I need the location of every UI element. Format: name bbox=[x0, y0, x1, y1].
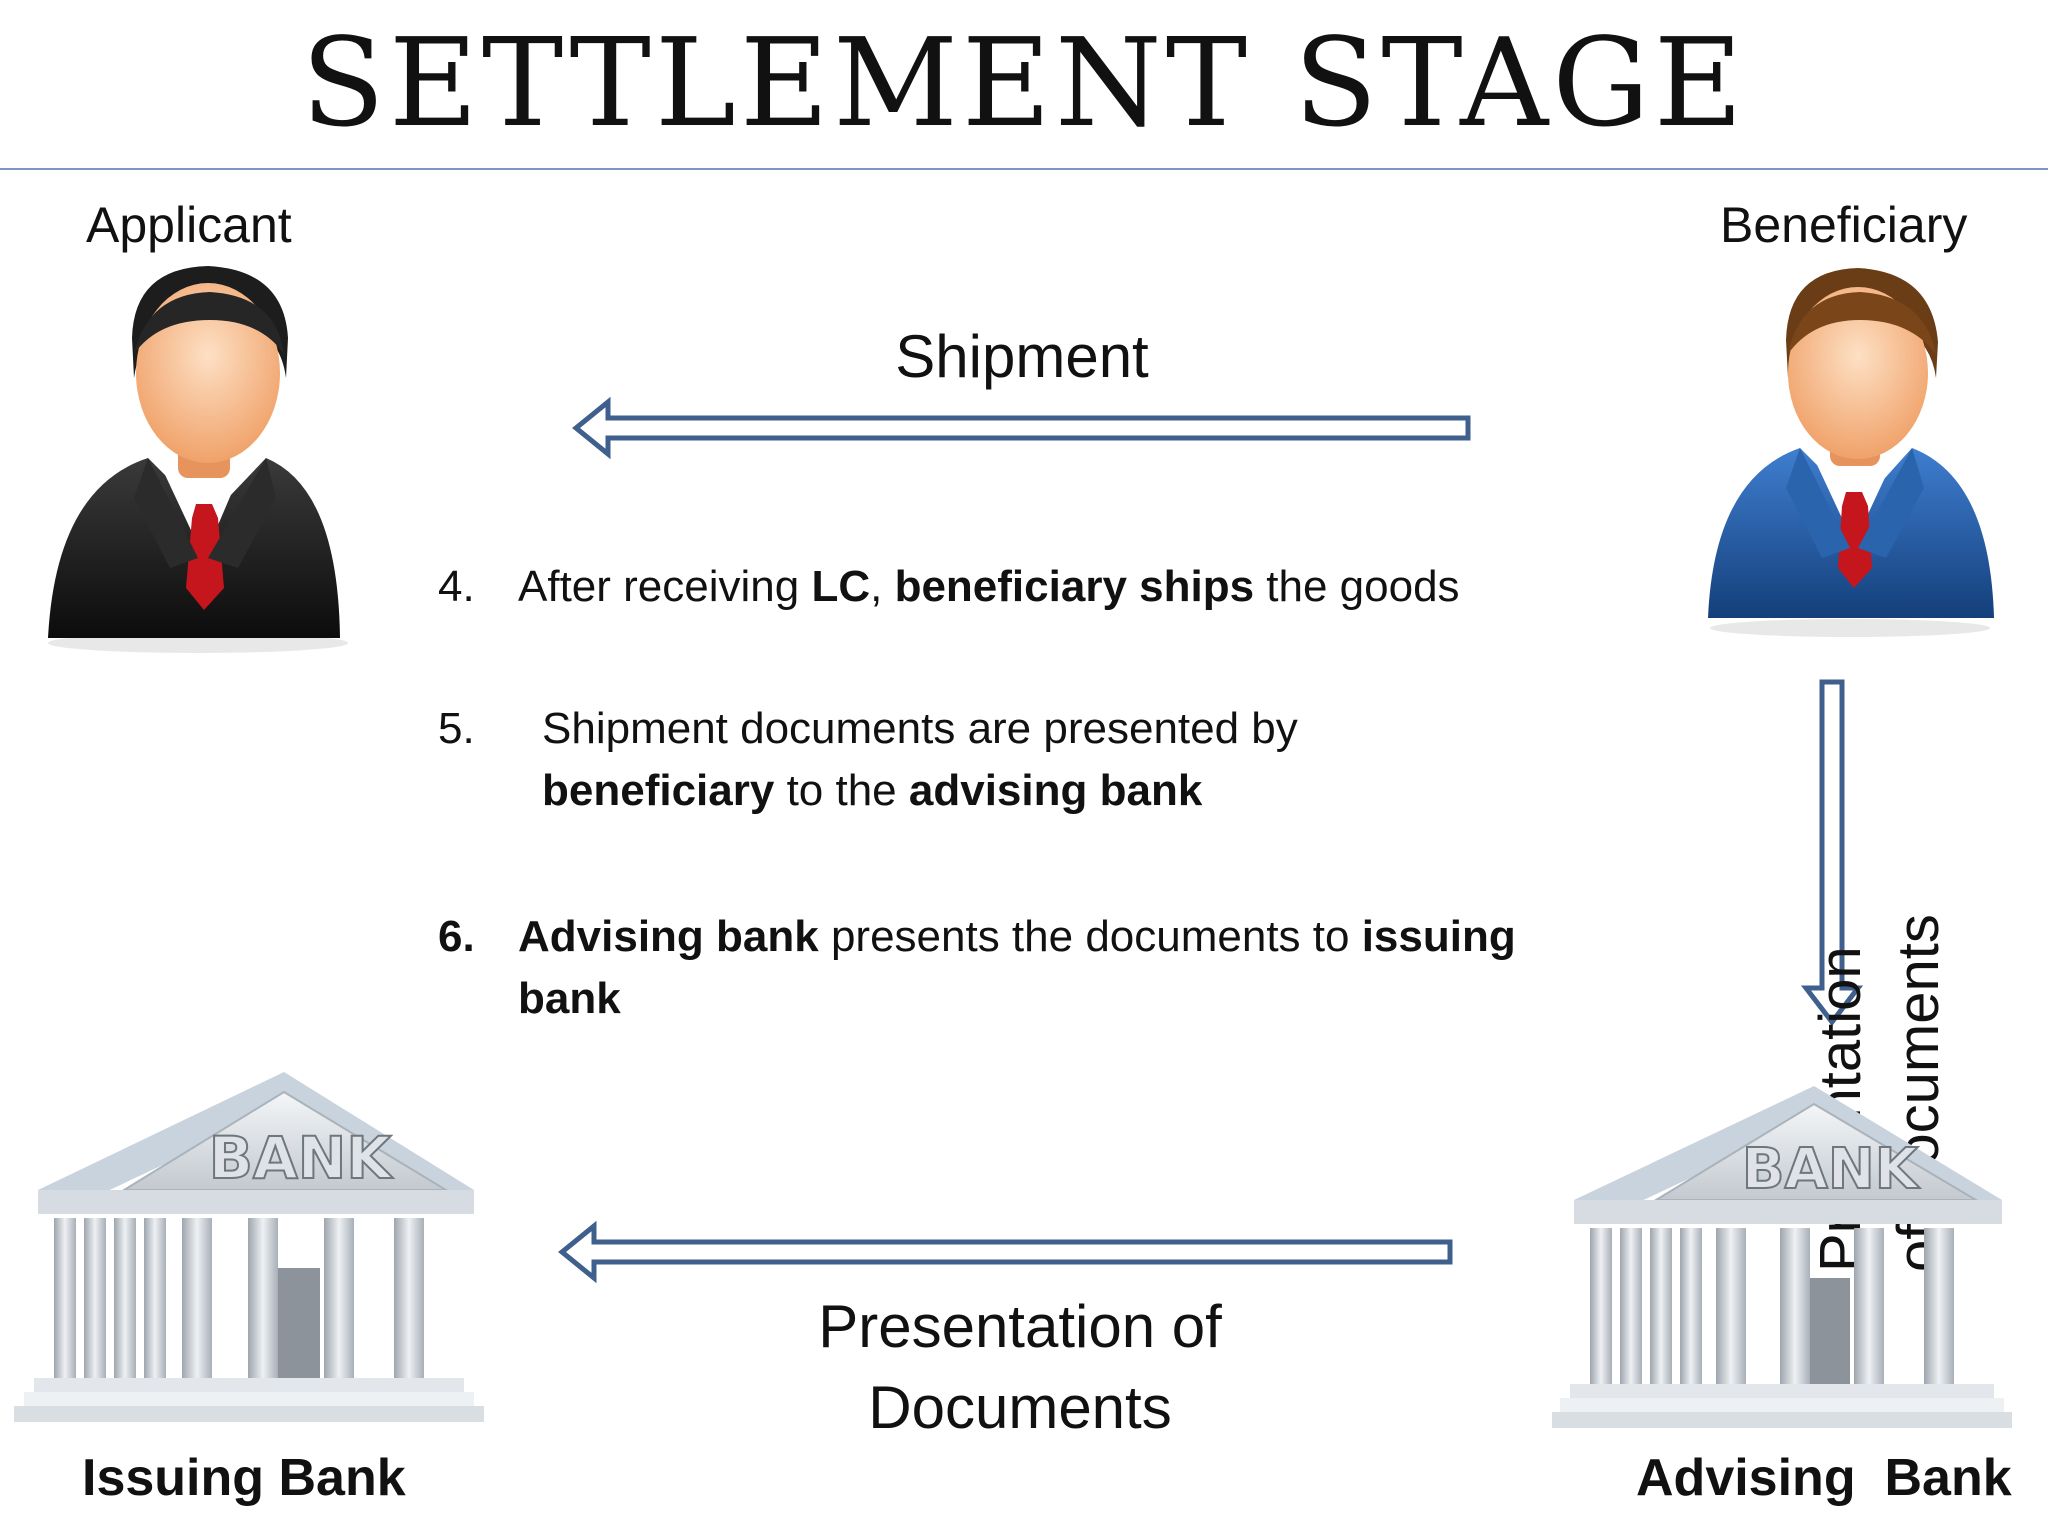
presentation-bottom-line-2: Documents bbox=[868, 1374, 1172, 1441]
shipment-arrow bbox=[572, 396, 1471, 460]
step-text-run: Shipment documents are presented by bbox=[542, 704, 1298, 753]
step-text-run: to the bbox=[774, 766, 909, 815]
step-5-text: Shipment documents are presented by benef… bbox=[542, 698, 1298, 822]
step-text-run: beneficiary bbox=[542, 766, 775, 815]
advising-bank-label: Advising Bank bbox=[1636, 1449, 2012, 1507]
step-6-text: Advising bank presents the documents to … bbox=[518, 906, 1516, 1030]
step-text-run: issuing bbox=[1361, 912, 1516, 961]
step-text-run: presents the documents to bbox=[818, 912, 1362, 961]
applicant-label: Applicant bbox=[86, 197, 292, 253]
step-5-number: 5. bbox=[438, 704, 475, 753]
page-title: SETTLEMENT STAGE bbox=[301, 12, 1747, 154]
step-4-number: 4. bbox=[438, 562, 475, 611]
step-4-text: After receiving LC, beneficiary ships th… bbox=[518, 556, 1460, 618]
shipment-label: Shipment bbox=[895, 323, 1149, 390]
step-text-run: After receiving bbox=[518, 562, 812, 611]
issuing-bank-label: Issuing Bank bbox=[82, 1449, 406, 1507]
step-text-run: advising bank bbox=[908, 766, 1203, 815]
title-divider bbox=[0, 168, 2048, 170]
step-text-run: Advising bank bbox=[518, 912, 819, 961]
beneficiary-label: Beneficiary bbox=[1720, 197, 1968, 253]
step-4: 4. After receiving LC, beneficiary ships… bbox=[438, 556, 1588, 618]
applicant-icon bbox=[48, 266, 348, 653]
presentation-left-arrow bbox=[558, 1220, 1453, 1284]
presentation-bottom-line-1: Presentation of bbox=[818, 1293, 1222, 1360]
step-text-run: bank bbox=[518, 974, 621, 1023]
presentation-bottom-label: Presentation of Documents bbox=[720, 1286, 1320, 1448]
issuing-bank-icon: BANK bbox=[14, 1072, 484, 1422]
step-5: 5. Shipment documents are presented by be… bbox=[438, 698, 1588, 828]
step-text-run: the goods bbox=[1254, 562, 1460, 611]
issuing-bank-sign: BANK bbox=[209, 1124, 394, 1192]
step-text-run: LC bbox=[811, 562, 871, 611]
beneficiary-icon bbox=[1708, 268, 1994, 637]
step-6: 6. Advising bank presents the documents … bbox=[438, 906, 1588, 1036]
step-text-run: beneficiary ships bbox=[894, 562, 1255, 611]
advising-bank-icon: BANK bbox=[1552, 1086, 2012, 1428]
presentation-down-arrow bbox=[1800, 679, 1864, 1027]
advising-bank-sign: BANK bbox=[1742, 1137, 1921, 1202]
step-6-number: 6. bbox=[438, 912, 475, 961]
step-text-run: , bbox=[870, 562, 895, 611]
